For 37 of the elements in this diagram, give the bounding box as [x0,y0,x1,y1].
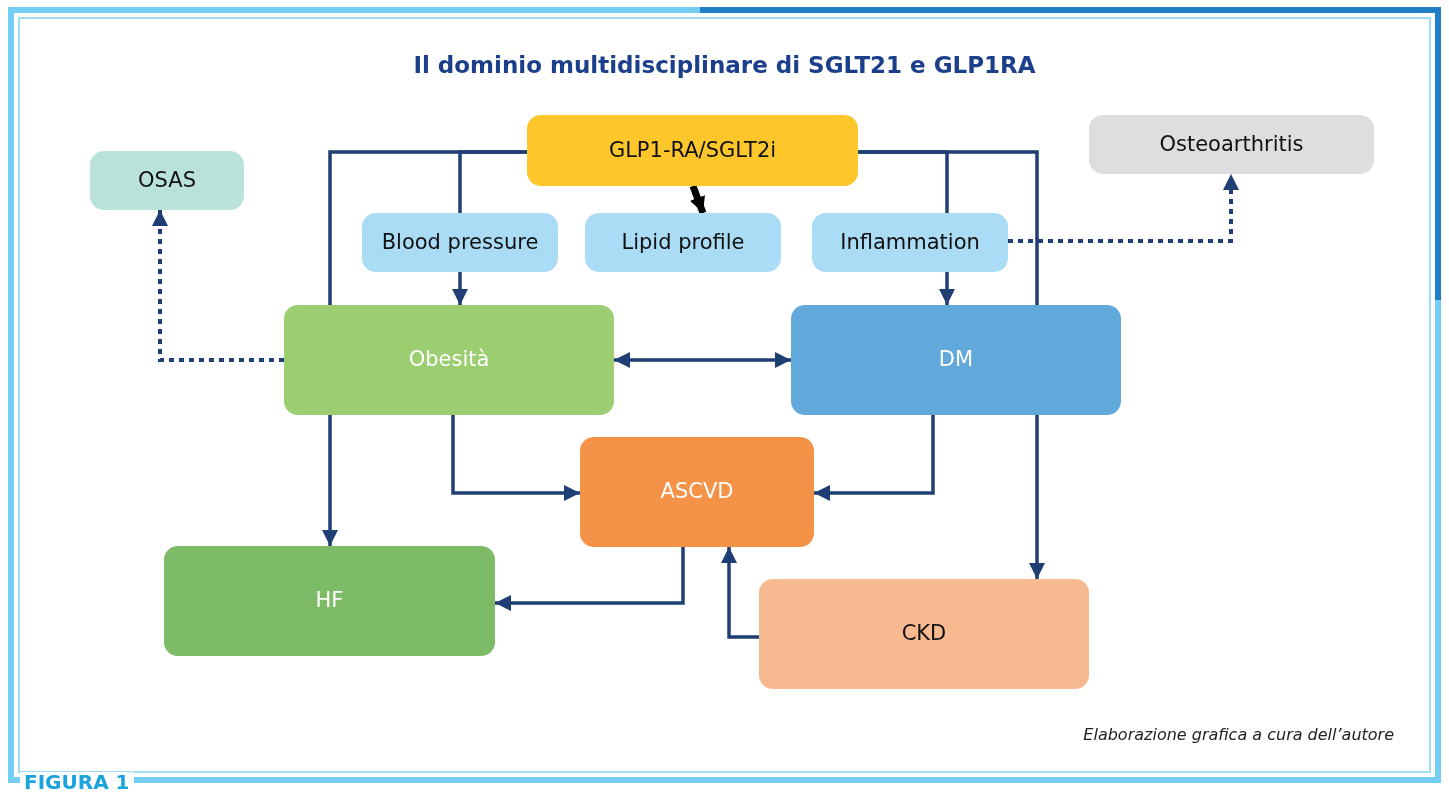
dotted-arrow [1008,174,1239,243]
rounded-box [164,546,495,656]
arrow [495,547,685,611]
rounded-box [527,115,858,186]
credit-caption: Elaborazione grafica a cura dell’autore [1083,725,1394,744]
node-label: Obesità [408,347,490,373]
figure-label: FIGURA 1 [20,772,134,792]
node-label: CKD [901,621,947,647]
rounded-box [362,213,558,272]
arrow [451,415,580,501]
node-label: DM [938,347,974,373]
rounded-box [585,213,781,272]
arrow [452,272,468,305]
arrow [814,415,935,501]
rounded-box [812,213,1008,272]
dotted-arrow [152,210,284,362]
node-label: ASCVD [660,479,734,505]
arrow [1029,415,1045,579]
node-label: GLP1-RA/SGLT2i [608,137,777,164]
rounded-box [759,579,1089,689]
arrow [614,352,791,368]
arrow [322,415,338,546]
rounded-box [90,151,244,210]
arrow [721,547,759,639]
node-label: OSAS [138,167,196,194]
node-label: Blood pressure [381,229,539,256]
rounded-box [1089,115,1374,174]
arrow [939,272,955,305]
diagram-title: Il dominio multidisciplinare di SGLT21 e GLP1RA [412,52,1037,78]
rounded-box [791,305,1121,415]
arrow [689,184,707,215]
node-label: Osteoarthritis [1159,131,1304,158]
rounded-box [580,437,814,547]
node-label: Inflammation [840,229,980,256]
node-label: HF [315,588,344,614]
node-label: Lipid profile [621,229,745,256]
rounded-box [284,305,614,415]
